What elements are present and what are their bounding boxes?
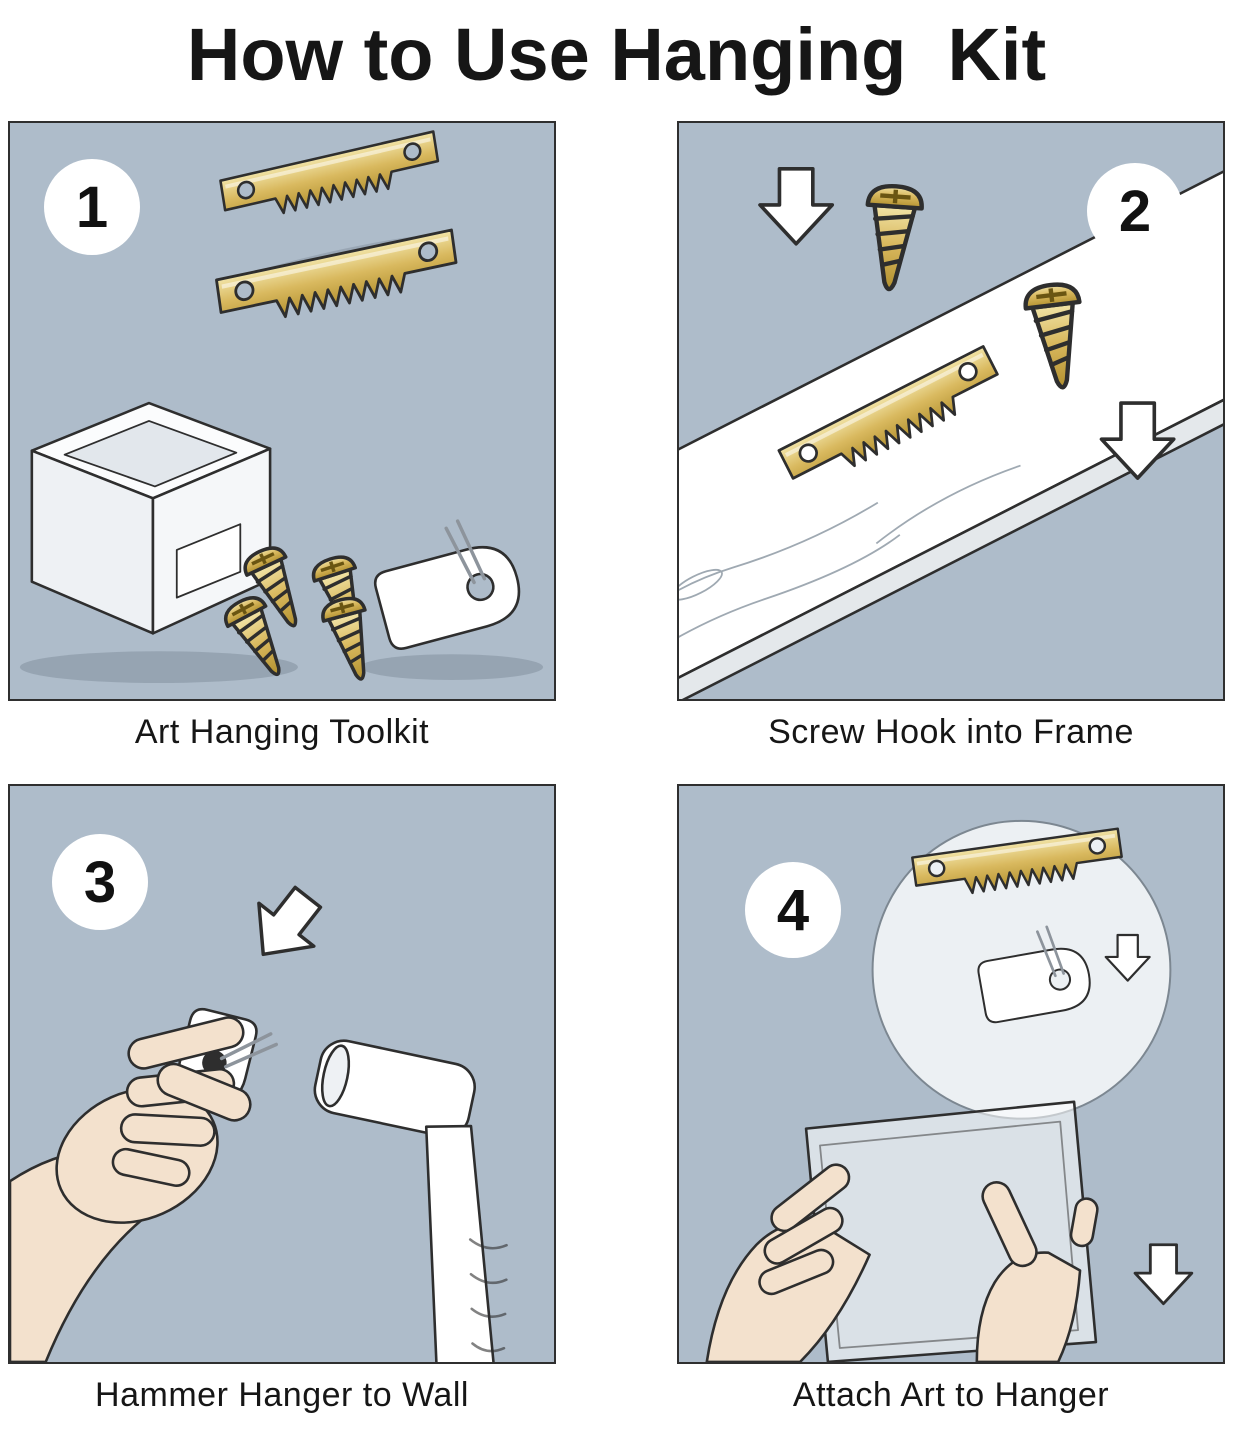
step-3-number-badge: 3	[52, 834, 148, 930]
toolkit-illustration	[19, 123, 544, 687]
step-3-panel: 3	[8, 784, 556, 1364]
step-3-number: 3	[83, 849, 117, 915]
step-3-caption: Hammer Hanger to Wall	[95, 1376, 469, 1414]
step-2-number: 2	[1118, 178, 1152, 244]
box-shadow	[19, 651, 298, 683]
step-4-number-badge: 4	[745, 862, 841, 958]
attach-art-illustration	[705, 819, 1194, 1362]
down-arrow-icon	[758, 166, 835, 246]
steps-grid: 1 Art Hanging Toolkit	[8, 121, 1225, 1415]
screw-icon	[862, 184, 923, 290]
step-4-caption: Attach Art to Hanger	[792, 1376, 1110, 1414]
right-hand-icon	[975, 1181, 1099, 1362]
storage-box-icon	[30, 401, 272, 635]
step-2: 2 Screw Hook into Frame	[677, 121, 1225, 752]
step-1-number-badge: 1	[44, 159, 140, 255]
step-1: 1 Art Hanging Toolkit	[8, 121, 556, 752]
step-1-number: 1	[75, 174, 109, 240]
down-arrow-icon	[1133, 1243, 1194, 1306]
step-4: 4 Attach Art to Hanger	[677, 784, 1225, 1415]
fingers	[111, 1016, 252, 1187]
step-4-panel: 4	[677, 784, 1225, 1364]
step-3: 3 Hammer Hanger to Wall	[8, 784, 556, 1415]
step-4-number: 4	[776, 877, 810, 943]
page-title: How to Use Hanging Kit	[186, 13, 1047, 96]
sawtooth-hanger-icon	[220, 132, 440, 226]
step-2-number-badge: 2	[1087, 163, 1183, 259]
down-arrow-icon	[234, 874, 338, 978]
step-1-caption: Art Hanging Toolkit	[134, 713, 430, 751]
hammer-icon	[313, 1039, 508, 1362]
wall-hook-icon	[362, 508, 529, 654]
step-2-panel: 2	[677, 121, 1225, 701]
left-hand-icon	[705, 1163, 871, 1362]
step-1-panel: 1	[8, 121, 556, 701]
hook-shadow	[360, 654, 544, 681]
sawtooth-hanger-icon	[216, 230, 458, 330]
hammer-to-wall-illustration	[10, 874, 508, 1362]
screw-into-frame-illustration	[679, 153, 1223, 699]
step-2-caption: Screw Hook into Frame	[768, 713, 1134, 751]
